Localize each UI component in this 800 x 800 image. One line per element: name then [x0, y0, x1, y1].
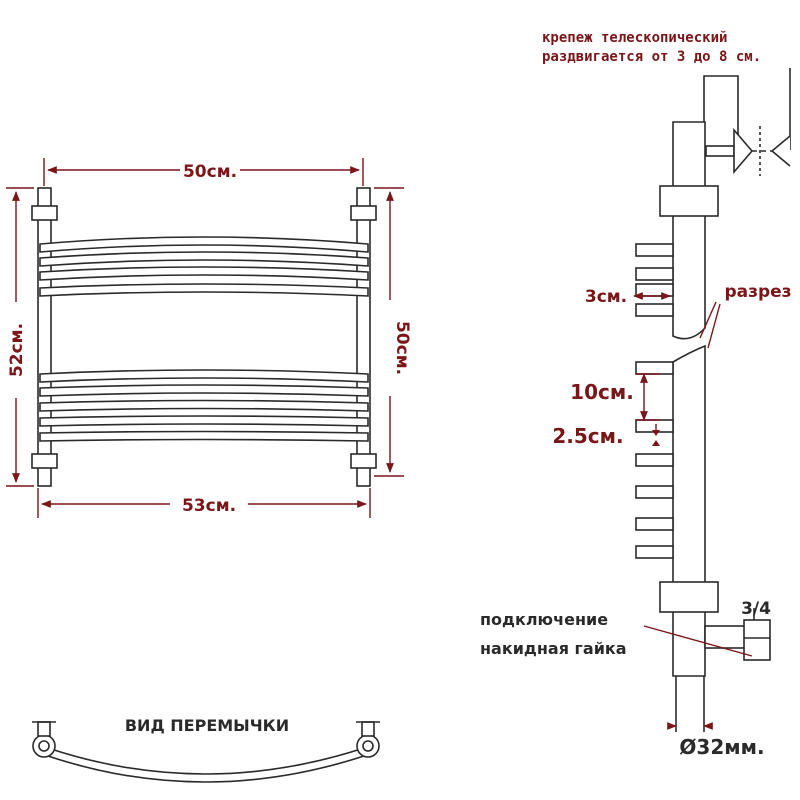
- front-view: 50см. 53см. 52см. 50см.: [6, 158, 412, 518]
- rung-stub-2: [635, 267, 674, 281]
- upper-rungs: [39, 236, 369, 297]
- clamp-upper: [659, 185, 719, 217]
- rung-stub-7: [635, 453, 674, 467]
- telescopic-rod: [705, 145, 735, 157]
- rung-stub-9: [635, 517, 674, 531]
- rung-stub-4: [635, 303, 674, 317]
- rung-stub-1: [635, 243, 674, 257]
- rung-stub-10: [635, 545, 674, 559]
- clamp-lower: [659, 581, 719, 613]
- rung-spacing-label: 10см.: [570, 380, 634, 404]
- rung-2: [39, 251, 369, 267]
- wall-plug-cone: [733, 127, 754, 175]
- rung-9: [39, 430, 369, 442]
- bracket-top-right: [350, 205, 377, 221]
- wall-gap-label: 3см.: [585, 287, 627, 307]
- bracket-top-left: [31, 205, 58, 221]
- side-view: крепеж телескопический раздвигается от 3…: [480, 30, 792, 759]
- mount-leader-bracket: [703, 75, 739, 148]
- rung-stub-8: [635, 485, 674, 499]
- rung-stub-3: [635, 283, 674, 297]
- rung-4: [39, 283, 369, 297]
- rung-thickness-arrow-bottom: [652, 440, 660, 446]
- rung-6: [39, 384, 369, 397]
- rung-8: [39, 415, 369, 427]
- riser-lower-segment: [672, 344, 706, 677]
- mount-note-line1: крепеж телескопический: [542, 30, 727, 46]
- section-label: разрез: [724, 282, 791, 302]
- rung-1: [39, 236, 369, 253]
- jumper-view-title: ВИД ПЕРЕМЫЧКИ: [125, 716, 289, 735]
- connection-label-line1: подключение: [480, 610, 608, 629]
- rung-7: [39, 399, 369, 412]
- rung-5: [39, 369, 369, 383]
- connection-leader: [643, 625, 753, 657]
- thread-size-label: 3/4: [741, 599, 771, 619]
- jumper-mount-right: [361, 721, 375, 737]
- jumper-arc: [47, 746, 365, 783]
- connection-label-line2: накидная гайка: [480, 639, 627, 658]
- rung-3: [39, 266, 369, 281]
- union-nut: [743, 619, 771, 661]
- mount-note-line2: раздвигается от 3 до 8 см.: [542, 49, 761, 65]
- jumper-mount-left: [37, 721, 51, 737]
- bracket-bottom-right: [350, 453, 377, 469]
- jumper-end-left-inner: [38, 740, 50, 752]
- top-width-label: 50см.: [183, 162, 237, 182]
- lower-rungs: [39, 369, 369, 442]
- jumper-end-right-inner: [362, 740, 374, 752]
- bracket-bottom-left: [31, 453, 58, 469]
- wall-plug-cone-far: [770, 135, 791, 167]
- left-height-label: 52см.: [7, 323, 27, 377]
- rung-stub-5: [635, 361, 674, 375]
- section-leader-2: [707, 303, 721, 349]
- riser-upper-segment: [672, 121, 706, 340]
- jumper-view: ВИД ПЕРЕМЫЧКИ: [32, 716, 380, 783]
- rung-thickness-arrow-top: [652, 430, 660, 436]
- bottom-width-label: 53см.: [182, 496, 236, 516]
- pipe-diameter-label: Ø32мм.: [679, 735, 764, 759]
- right-height-label: 50см.: [392, 321, 412, 375]
- rung-thickness-label: 2.5см.: [552, 424, 623, 448]
- section-leader-1: [699, 301, 717, 339]
